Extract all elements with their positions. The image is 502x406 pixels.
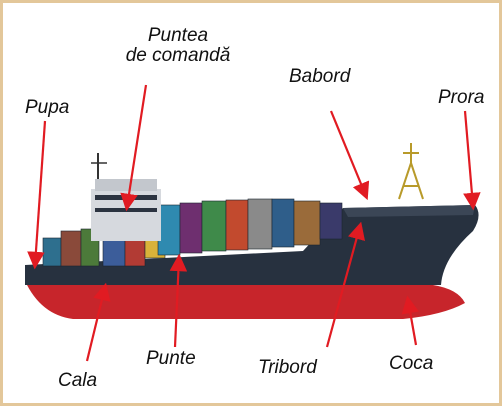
arrow-coca	[401, 295, 419, 346]
hull-bottom-red	[25, 281, 465, 319]
arrow-babord	[329, 110, 370, 201]
label-babord: Babord	[289, 66, 351, 87]
arrow-punte	[169, 253, 188, 348]
label-prora: Prora	[438, 87, 485, 108]
label-pupa: Pupa	[25, 97, 70, 118]
label-puntea-de-comanda: Puntea de comandă	[113, 26, 243, 66]
label-puntea-line2: de comandă	[125, 45, 231, 66]
arrow-puntea-de-comanda	[120, 84, 148, 212]
label-puntea-line1: Puntea	[147, 25, 209, 46]
arrow-prora	[463, 110, 481, 211]
ship-illustration	[25, 84, 481, 362]
arrow-cala	[85, 282, 111, 362]
bridge	[91, 153, 161, 241]
arrow-pupa	[27, 120, 47, 270]
arrow-tribord	[325, 221, 366, 348]
bow-mast	[398, 143, 424, 200]
label-cala: Cala	[58, 370, 98, 391]
label-punte: Punte	[146, 348, 196, 369]
arrows	[27, 84, 481, 362]
label-coca: Coca	[389, 353, 434, 374]
label-tribord: Tribord	[258, 357, 317, 378]
